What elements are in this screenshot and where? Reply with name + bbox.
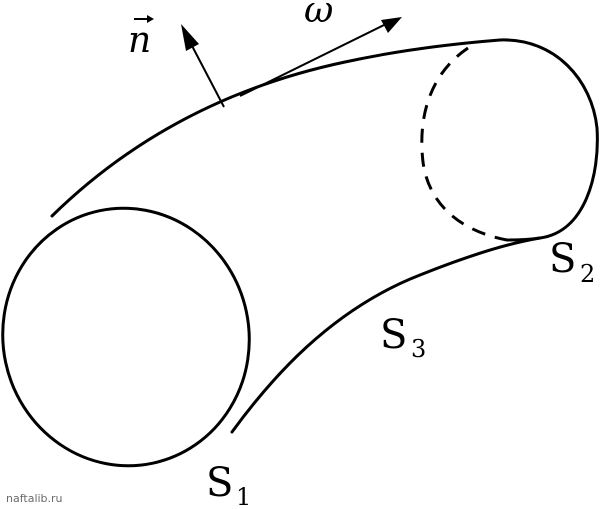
tube-lower-edge: [230, 236, 542, 434]
vector-arrow-icon: [134, 15, 154, 23]
label-s2-base: S: [549, 236, 576, 282]
cross-section-s2-visible-arc: [498, 38, 599, 242]
label-s3: S 3: [380, 312, 426, 363]
label-s1: S 1: [206, 460, 251, 509]
omega-arrow: [239, 17, 402, 97]
label-s2-index: 2: [580, 260, 595, 288]
label-s3-base: S: [380, 312, 407, 358]
tube-upper-edge: [50, 38, 502, 218]
normal-vector-arrow: [181, 24, 225, 108]
label-s1-index: 1: [236, 483, 251, 509]
label-s1-base: S: [206, 460, 233, 506]
cross-section-s1: [1, 206, 251, 468]
label-n: n: [128, 15, 154, 61]
label-omega: ω: [304, 0, 333, 31]
cross-section-s2-hidden-arc: [420, 46, 508, 242]
label-n-letter: n: [128, 20, 151, 61]
label-s3-index: 3: [411, 335, 426, 363]
label-s2: S 2: [549, 236, 595, 288]
watermark: naftalib.ru: [6, 492, 63, 505]
